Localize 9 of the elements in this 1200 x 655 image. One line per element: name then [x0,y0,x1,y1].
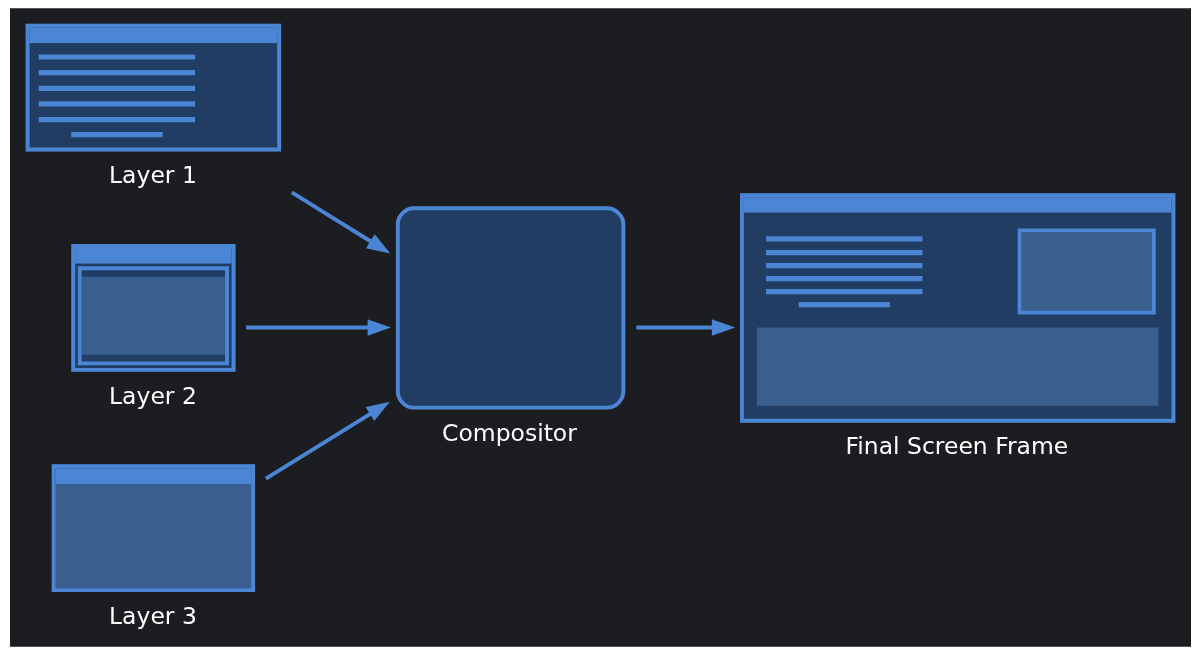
node-label: Layer 3 [108,601,197,630]
arrow [264,401,390,481]
arrow [290,190,390,254]
node-label: Final Screen Frame [845,432,1068,461]
arrow [635,319,735,336]
node-label: Layer 2 [108,381,197,410]
node-label: Layer 1 [108,161,197,190]
arrow [245,319,391,336]
node-label: Compositor [441,419,577,448]
